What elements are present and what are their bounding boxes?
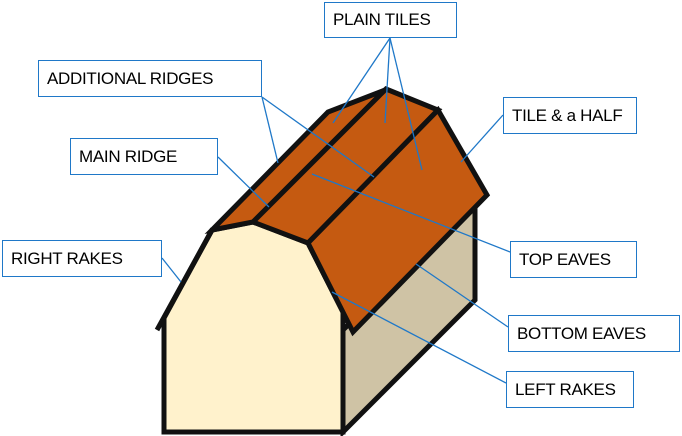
leader-left-rakes: [331, 291, 507, 384]
label-right-rakes: RIGHT RAKES: [2, 240, 162, 277]
label-tile-and-a-half: TILE & a HALF: [503, 97, 637, 134]
right-rake-overhang: [154, 228, 215, 332]
leader-bottom-eaves: [415, 263, 509, 328]
leader-plain-tiles-2: [384, 37, 391, 124]
label-left-rakes: LEFT RAKES: [506, 371, 634, 408]
leader-additional-ridges-1: [261, 96, 279, 164]
label-plain-tiles: PLAIN TILES: [324, 2, 457, 38]
leader-tile-and-a-half: [460, 114, 504, 163]
leader-plain-tiles-1: [332, 37, 391, 124]
leader-additional-ridges-2: [261, 96, 375, 178]
leader-top-eaves: [311, 173, 511, 253]
label-additional-ridges: ADDITIONAL RIDGES: [38, 60, 262, 97]
label-bottom-eaves: BOTTOM EAVES: [508, 315, 680, 352]
leader-main-ridge: [217, 156, 270, 208]
leader-right-rakes: [161, 257, 182, 283]
label-top-eaves: TOP EAVES: [510, 241, 637, 278]
leader-plain-tiles-3: [389, 37, 423, 171]
label-main-ridge: MAIN RIDGE: [70, 138, 218, 175]
roof-right-panel: [304, 105, 491, 337]
